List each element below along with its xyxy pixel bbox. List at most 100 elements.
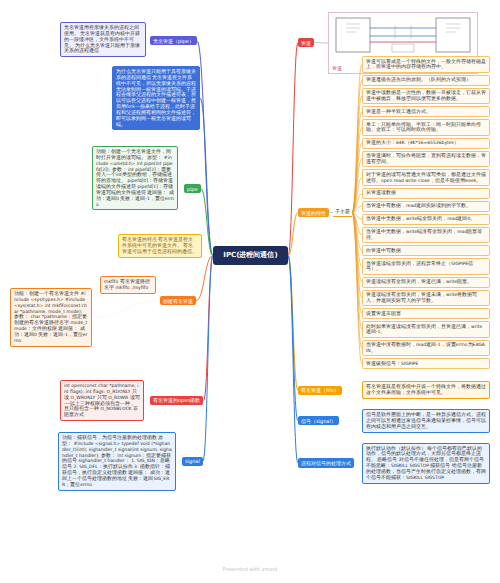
node-text: 有名管道（fifo） <box>301 387 339 393</box>
subtopic: 子主题 <box>333 208 352 217</box>
branch-connector <box>352 178 362 213</box>
feature-item: 从管道读数据 <box>362 188 490 199</box>
branch-connector <box>352 213 362 364</box>
branch-connector <box>200 98 213 255</box>
branch-connector <box>352 96 362 213</box>
node-text: 当管道满时，写操作将阻塞，直到有进程读走数据，管道有空间。 <box>366 153 486 165</box>
node-text: 管道中读数据是一次性的，数据一旦被读走，它就从管道中被抛弃，释放空间以便写更多的… <box>366 90 486 102</box>
node-text: 管道遵循先进先出的原则。（队列的方式实现） <box>366 77 486 83</box>
note-box: 执行默认动作（默认操作） 每个信号都有自己默认的动作，信号的默认处理方式，大部分… <box>362 443 490 484</box>
note-box: 有名管道就是在系统中开设一个特殊文件，将数据通过这个文件来传输，文件系统中可见。 <box>362 381 490 399</box>
branch-connector <box>352 159 362 213</box>
note-box: 功能：创建一个无名管道文件，同时打开管道的读写端。 原型： #include <… <box>92 146 178 210</box>
feature-item: 当管道中有数据，read返回实际读到的字节数。 <box>362 201 490 212</box>
node-text: 此时如果管道读端没有全部关闭，且管道已满，write返回-1。 <box>366 324 486 336</box>
branch-label: pipe <box>184 184 201 193</box>
feature-item: 对于管道的读写与普通文件读写类似，都是通过文件描述符。open read wri… <box>362 169 490 186</box>
branch-label: 进程对信号的处理方式 <box>298 458 354 467</box>
node-text: int open(const char *pathname, int flags… <box>64 383 140 418</box>
node-text: 功能：创建一个有名管道文件 #include <sys/types.h> #in… <box>14 291 88 344</box>
node-text: 管道可以看成是一个特殊的文件，一般文件存储在磁盘上，而管道中的内容存储在内存中。 <box>366 59 486 71</box>
feature-item: 当管道满时，写操作将阻塞，直到有进程读走数据，管道有空间。 <box>362 151 490 168</box>
feature-item: 管道是一种半双工通信方式。 <box>362 106 490 117</box>
node-text: 管道是一种半双工通信方式。 <box>366 109 486 115</box>
branch-connector <box>352 143 362 212</box>
node-text: IPC(进程间通信) <box>217 251 284 260</box>
node-text: 创建有名管道 <box>163 298 193 304</box>
node-text: 从管道读数据 <box>366 190 486 196</box>
branch-label: signal <box>182 457 203 466</box>
node-text: 信号（signal） <box>301 418 336 424</box>
node-text: 单工：只能单向传输。半双工：同一时刻只能单向传输。全双工：可以同时双向传输。 <box>366 122 486 134</box>
node-text: 为什么无名管道只能用于具有亲缘关系的进程间通信 无名管道在文件系统中不可见，所以… <box>116 69 196 127</box>
branch-connector <box>342 390 362 391</box>
branch-label: 管道 <box>298 38 314 47</box>
node-text: 有名管道就是在系统中开设一个特殊文件，将数据通过这个文件来传输，文件系统中可见。 <box>366 384 486 396</box>
branch-connector <box>352 127 362 212</box>
branch-connector <box>201 189 213 256</box>
feature-item: 管道中读数据是一次性的，数据一旦被读走，它就从管道中被抛弃，释放空间以便写更多的… <box>362 88 490 105</box>
feature-item: 当管道读端全部关闭，进程异常终止（SIGPIPE信号）。 <box>362 258 490 275</box>
node-text: 当管道读端全部关闭，进程异常终止（SIGPIPE信号）。 <box>366 261 486 273</box>
node-text: 当管道中有数据，read返回实际读到的字节数。 <box>366 203 486 209</box>
node-text: 管道读端没有全部关闭，管道已满，write阻塞。 <box>366 279 486 285</box>
feature-item: 当管道中没有数据时，read返回-1，设置errno为EAGAIN。 <box>362 340 490 357</box>
note-box: int open(const char *pathname, int flags… <box>60 380 144 421</box>
node-text: 对于管道的读写与普通文件读写类似，都是通过文件描述符。open read wri… <box>366 172 486 184</box>
branch-connector <box>288 256 298 421</box>
feature-item: 向管道中写数据 <box>362 245 490 256</box>
node-text: 有名管道的open函数 <box>153 397 200 403</box>
branch-connector <box>339 420 362 421</box>
feature-item: 管道遵循先进先出的原则。（队列的方式实现） <box>362 75 490 86</box>
branch-label: 有名管道的open函数 <box>150 396 203 405</box>
feature-item: 管道破裂信号：SIGPIPE <box>362 358 490 369</box>
note-box: 有名管道的特点 有名管道是在文件系统中可见的管道文件。 有名管道可以用于任意进程… <box>118 234 202 258</box>
feature-item: 管道读端没有全部关闭，管道未满，write将数据写入，并返回实际写入的字节数。 <box>362 290 490 307</box>
branch-label: 管道的特性 <box>298 208 329 217</box>
node-text: 管道 <box>332 66 342 71</box>
branch-label: 无名管道（pipe） <box>150 36 197 45</box>
node-text: 当管道中无数据，write端没有全部关闭，read阻塞等待。 <box>366 229 486 241</box>
branch-connector <box>352 213 362 314</box>
node-text: 进程对信号的处理方式 <box>301 460 351 466</box>
branch-connector <box>352 206 362 212</box>
watermark: Presented with xmind <box>0 566 500 572</box>
feature-item: 当管道中无数据，write端没有全部关闭，read阻塞等待。 <box>362 227 490 244</box>
node-text: 当管道中无数据，write端全部关闭，read返回0。 <box>366 216 486 222</box>
branch-label: 有名管道（fifo） <box>298 386 342 395</box>
node-text: mkfifo 有名管道路径名字 mkfifo ./myfifo <box>104 279 152 291</box>
branch-connector <box>202 246 213 256</box>
node-text: pipe <box>187 186 198 192</box>
branch-connector <box>352 112 362 213</box>
node-text: 管道读端没有全部关闭，管道未满，write将数据写入，并返回实际写入的字节数。 <box>366 292 486 304</box>
note-box: 无名管道用在亲缘关系的进程之间使用。 无名管道就是在内核中开辟的一段缓冲区，文件… <box>60 22 146 57</box>
node-text: 执行默认动作（默认操作） 每个信号都有自己默认的动作，信号的默认处理方式，大部分… <box>366 446 486 481</box>
feature-item: 设置管道非阻塞 <box>362 308 490 319</box>
node-text: 有名管道的特点 有名管道是在文件系统中可见的管道文件。 有名管道可以用于任意进程… <box>122 237 198 255</box>
node-text: 功能：捕获信号，为信号注册新的处理函数 原型： #include <signal… <box>62 435 172 488</box>
central-topic: IPC(进程间通信) <box>213 246 288 265</box>
feature-item: 当管道中无数据，write端全部关闭，read返回0。 <box>362 214 490 225</box>
note-box: 功能：创建一个有名管道文件 #include <sys/types.h> #in… <box>10 288 92 347</box>
node-text: signal <box>185 458 200 464</box>
branch-connector <box>352 64 362 212</box>
node-text: 管道破裂信号：SIGPIPE <box>366 361 486 367</box>
branch-connector <box>354 463 362 464</box>
branch-connector <box>352 80 362 213</box>
feature-item: 此时如果管道读端没有全部关闭，且管道已满，write返回-1。 <box>362 321 490 338</box>
branch-connector <box>288 43 298 256</box>
feature-item: 单工：只能单向传输。半双工：同一时刻只能单向传输。全双工：可以同时双向传输。 <box>362 119 490 136</box>
feature-item: 管道的大小：64K（4K*16=65536bytes） <box>362 138 490 149</box>
note-box: 信号是软件层面上的中断，是一种异步通信方式。进程之间可以互相通过发送信号来通知某… <box>362 409 490 433</box>
feature-item: 管道读端没有全部关闭，管道已满，write阻塞。 <box>362 277 490 288</box>
branch-connector <box>352 213 362 330</box>
node-text: 向管道中写数据 <box>366 248 486 254</box>
node-text: 无名管道用在亲缘关系的进程之间使用。 无名管道就是在内核中开辟的一段缓冲区，文件… <box>64 25 142 54</box>
node-text: 子主题 <box>335 209 350 215</box>
branch-connector <box>288 213 298 256</box>
branch-connector <box>314 42 328 43</box>
node-text: 无名管道（pipe） <box>153 38 194 44</box>
node-text: 功能：创建一个无名管道文件，同时打开管道的读写端。 原型： #include <… <box>96 149 174 207</box>
feature-item: 管道可以看成是一个特殊的文件，一般文件存储在磁盘上，而管道中的内容存储在内存中。 <box>362 56 490 73</box>
